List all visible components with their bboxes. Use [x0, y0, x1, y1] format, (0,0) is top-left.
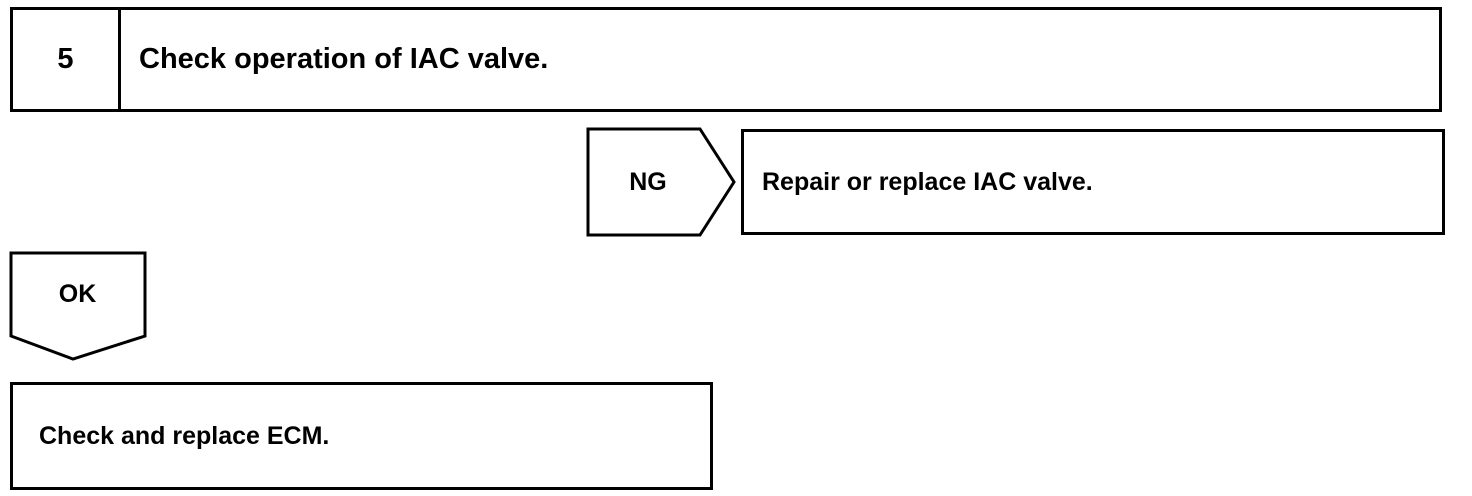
ng-action-text: Repair or replace IAC valve.	[762, 167, 1093, 196]
ng-label: NG	[629, 167, 667, 196]
step-title: Check operation of IAC valve.	[139, 43, 549, 75]
ng-action-box: Repair or replace IAC valve.	[741, 129, 1445, 235]
ok-action-box: Check and replace ECM.	[10, 382, 713, 490]
ok-label: OK	[58, 279, 97, 308]
step-number: 5	[13, 10, 121, 109]
ok-action-text: Check and replace ECM.	[39, 421, 330, 450]
step-box: 5 Check operation of IAC valve.	[10, 7, 1442, 112]
ok-arrow-shape	[9, 251, 147, 361]
